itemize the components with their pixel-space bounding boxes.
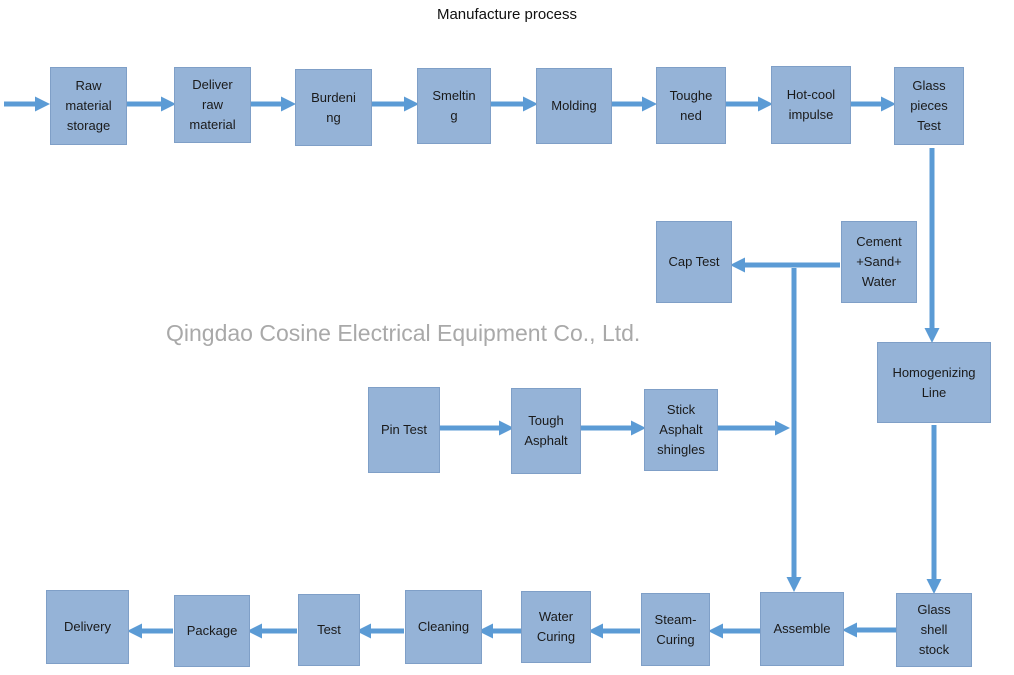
company-watermark: Qingdao Cosine Electrical Equipment Co.,… (166, 320, 641, 346)
diagram-title: Manufacture process (436, 6, 578, 23)
node-pin-test: Pin Test (368, 387, 440, 473)
node-cleaning: Cleaning (405, 590, 482, 664)
node-glass-pieces-test: Glass pieces Test (894, 67, 964, 145)
node-assemble: Assemble (760, 592, 844, 666)
node-smelting: Smeltin g (417, 68, 491, 144)
node-molding: Molding (536, 68, 612, 144)
node-deliver-raw-material: Deliver raw material (174, 67, 251, 143)
node-delivery: Delivery (46, 590, 129, 664)
node-steam-curing: Steam- Curing (641, 593, 710, 666)
node-cap-test: Cap Test (656, 221, 732, 303)
node-water-curing: Water Curing (521, 591, 591, 663)
node-glass-shell-stock: Glass shell stock (896, 593, 972, 667)
node-cement-sand-water: Cement +Sand+ Water (841, 221, 917, 303)
node-toughened: Toughe ned (656, 67, 726, 144)
node-raw-material-storage: Raw material storage (50, 67, 127, 145)
node-homogenizing-line: Homogenizing Line (877, 342, 991, 423)
node-package: Package (174, 595, 250, 667)
node-test: Test (298, 594, 360, 666)
node-tough-asphalt: Tough Asphalt (511, 388, 581, 474)
node-burdening: Burdeni ng (295, 69, 372, 146)
node-stick-asphalt-shingles: Stick Asphalt shingles (644, 389, 718, 471)
node-hot-cool-impulse: Hot-cool impulse (771, 66, 851, 144)
